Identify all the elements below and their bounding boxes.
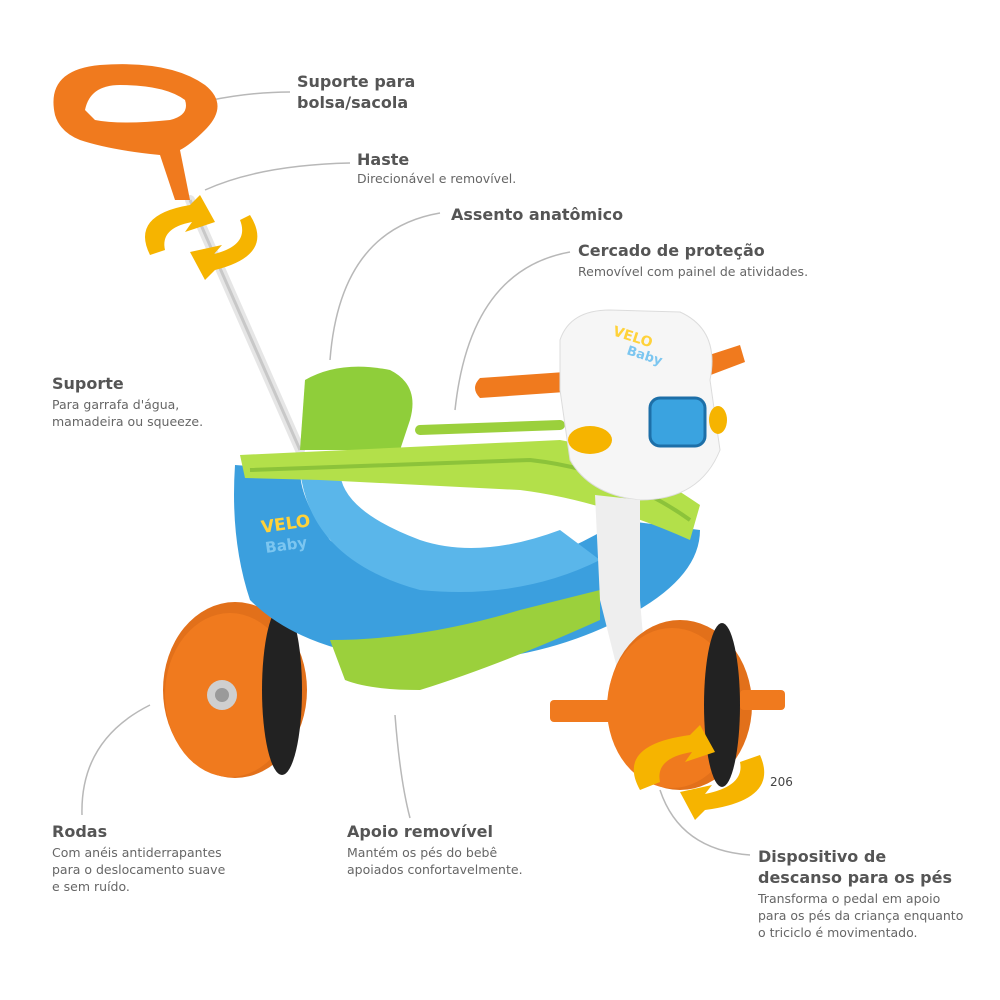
- leader-guard: [454, 251, 571, 411]
- leader-seat: [329, 212, 441, 361]
- callout-rest-device-desc-2: para os pés da criança enquanto: [758, 908, 964, 923]
- body-logo: VELO Baby: [260, 511, 312, 557]
- leader-rest: [659, 789, 751, 856]
- front-wheel: [550, 620, 785, 790]
- callout-guard-desc: Removível com painel de atividades.: [578, 264, 809, 279]
- callout-bag-support-title-1: Suporte para: [297, 72, 416, 91]
- callout-rest-device: Dispositivo de descanso para os pés Tran…: [758, 846, 963, 941]
- callout-footrest-title: Apoio removível: [347, 822, 493, 841]
- callout-wheels-title: Rodas: [52, 822, 108, 841]
- callout-handle-title: Haste: [357, 150, 410, 169]
- rotate-arrow-bottom: [633, 725, 765, 820]
- callout-wheels-desc-3: e sem ruído.: [52, 879, 130, 894]
- callout-bottle-support-desc-2: mamadeira ou squeeze.: [52, 414, 204, 429]
- leader-lines: [81, 91, 751, 856]
- model-number: 206: [770, 775, 793, 789]
- callout-seat: Assento anatômico: [451, 204, 623, 225]
- callout-footrest-desc-2: apoiados confortavelmente.: [347, 862, 523, 877]
- callout-wheels-desc-2: para o deslocamento suave: [52, 862, 226, 877]
- push-handle: [53, 64, 218, 201]
- rotate-arrow-top: [145, 195, 258, 280]
- callout-wheels: Rodas Com anéis antiderrapantes para o d…: [52, 821, 225, 895]
- callout-bag-support-title-2: bolsa/sacola: [297, 93, 409, 112]
- leader-footrest: [394, 714, 411, 819]
- callout-handle: Haste Direcionável e removível.: [357, 149, 516, 187]
- callout-bottle-support-title: Suporte: [52, 374, 124, 393]
- callout-footrest-desc-1: Mantém os pés do bebê: [347, 845, 498, 860]
- callout-bottle-support: Suporte Para garrafa d'água, mamadeira o…: [52, 373, 203, 430]
- callout-rest-device-desc-1: Transforma o pedal em apoio: [758, 891, 941, 906]
- callout-wheels-desc-1: Com anéis antiderrapantes: [52, 845, 222, 860]
- callout-rest-device-title-2: descanso para os pés: [758, 868, 953, 887]
- callout-guard-title: Cercado de proteção: [578, 241, 765, 260]
- callout-rest-device-desc-3: o triciclo é movimentado.: [758, 925, 918, 940]
- body-logo-baby: Baby: [264, 533, 308, 557]
- callout-footrest: Apoio removível Mantém os pés do bebê ap…: [347, 821, 523, 878]
- callout-guard: Cercado de proteção Removível com painel…: [578, 240, 808, 280]
- callout-bottle-support-desc-1: Para garrafa d'água,: [52, 397, 180, 412]
- rear-wheel: [163, 602, 307, 778]
- callout-seat-title: Assento anatômico: [451, 205, 624, 224]
- callout-handle-desc: Direcionável e removível.: [357, 171, 517, 186]
- callout-rest-device-title-1: Dispositivo de: [758, 847, 887, 866]
- leader-wheels: [81, 704, 151, 816]
- leader-handle: [204, 162, 351, 191]
- callout-bag-support: Suporte para bolsa/sacola: [297, 71, 415, 113]
